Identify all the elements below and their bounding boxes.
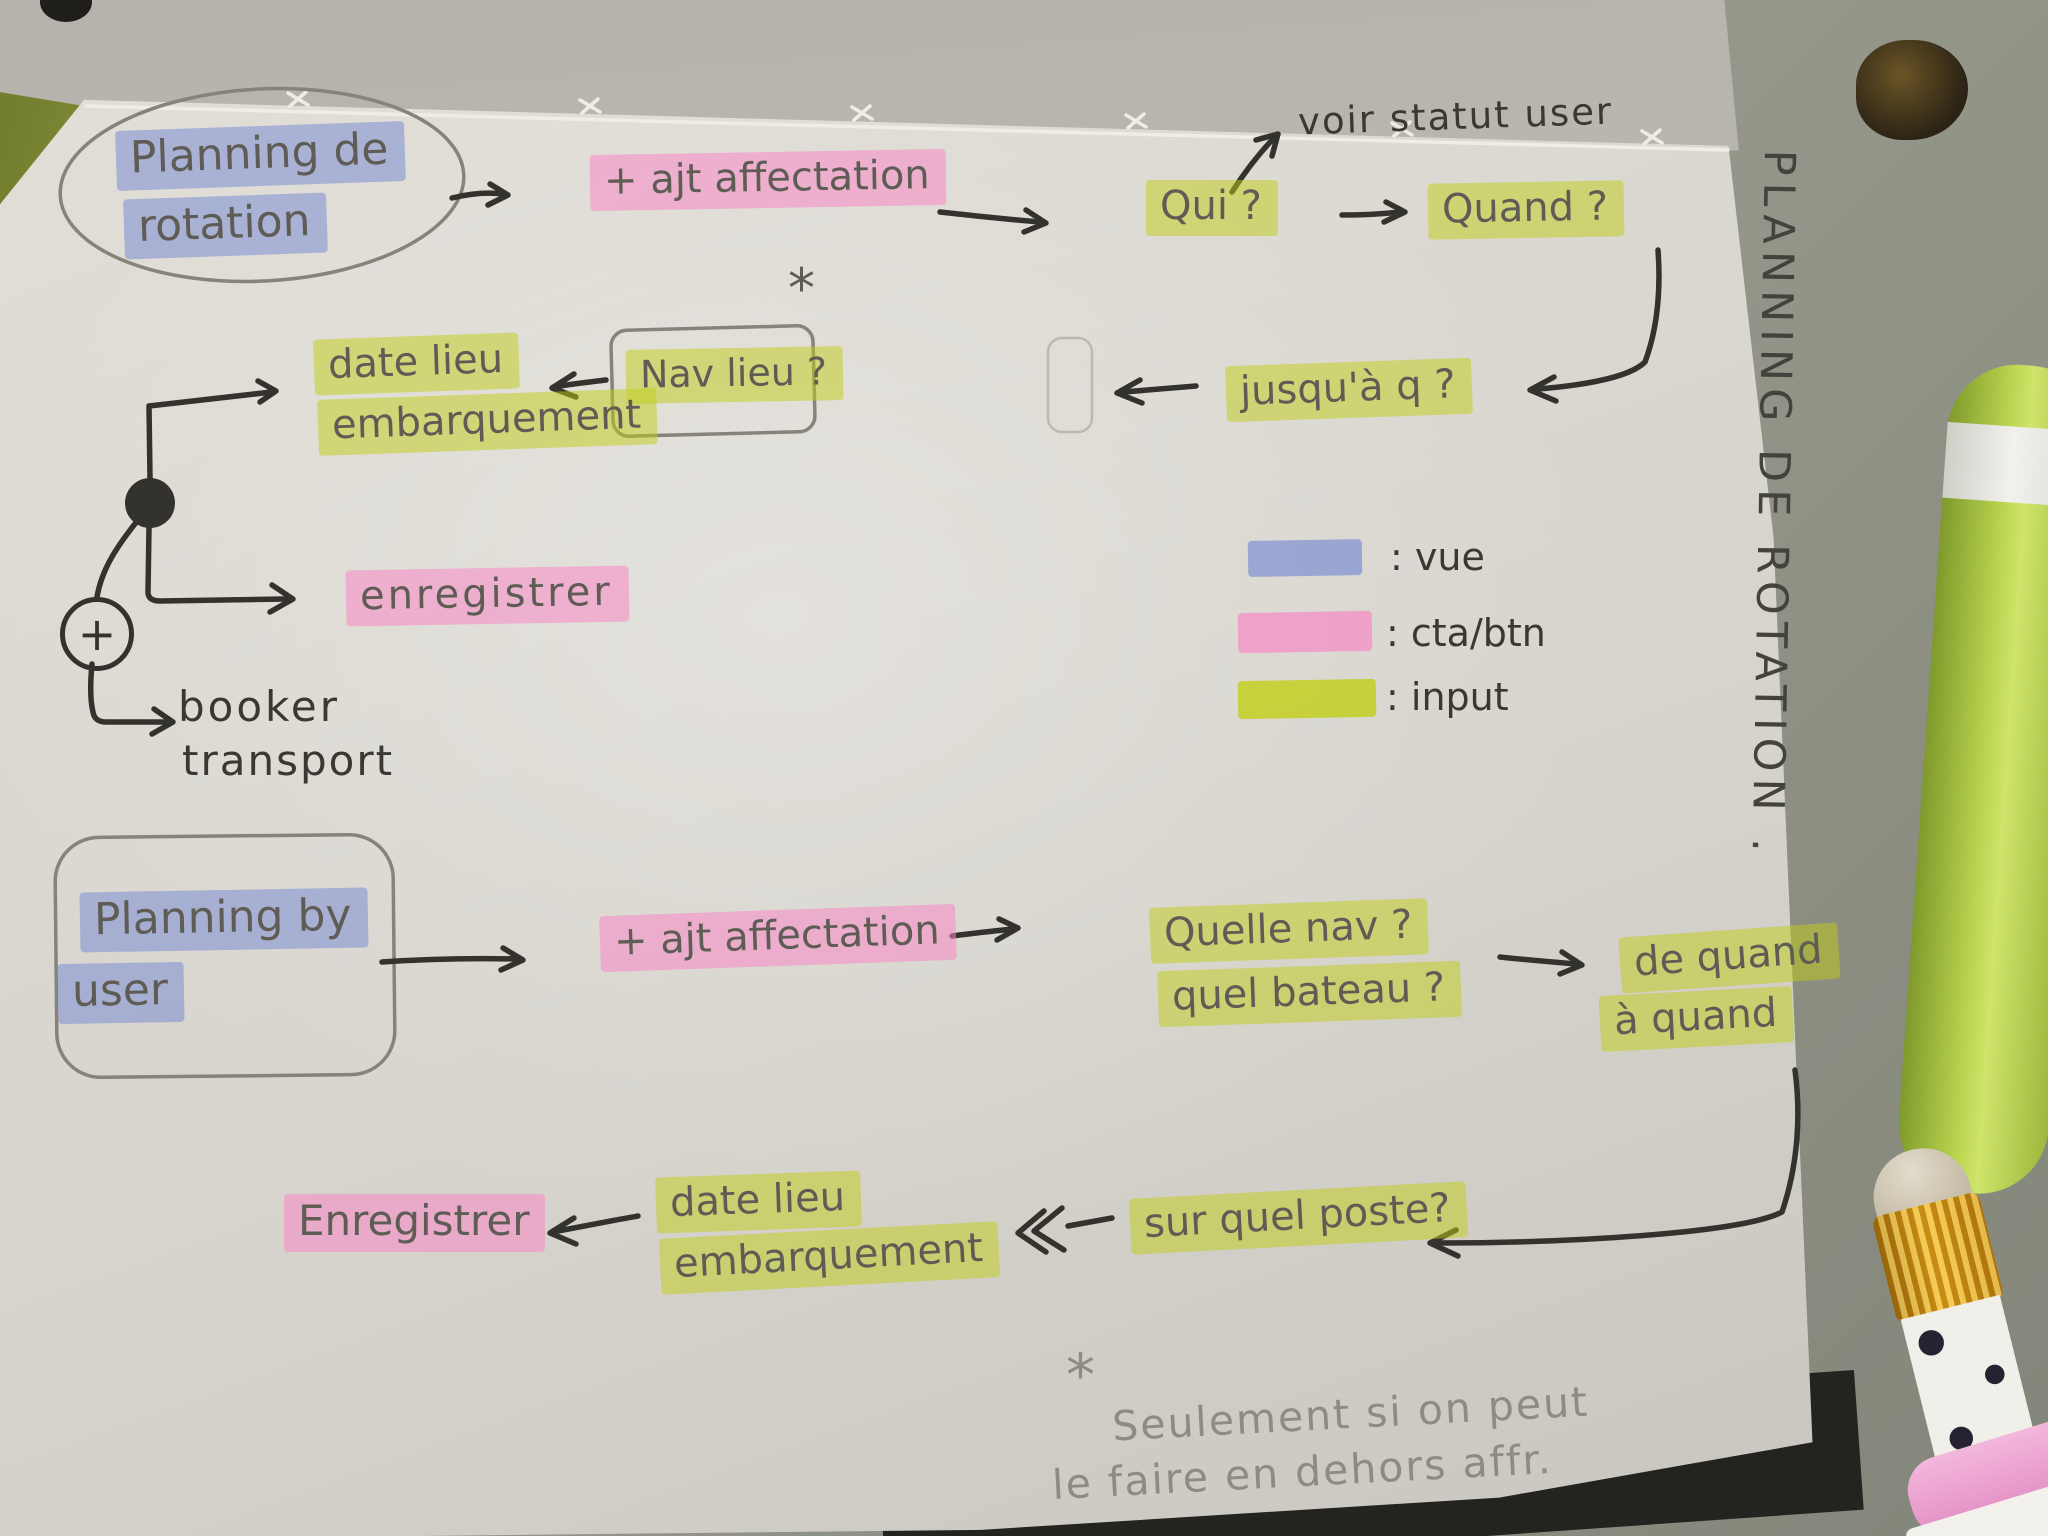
step-save-rotation: enregistrer: [345, 565, 630, 627]
page-title: PLANNING DE ROTATION .: [1741, 149, 1804, 860]
step-add-assignment: + ajt affectation: [589, 148, 947, 212]
step-nav-place: Nav lieu ?: [625, 346, 844, 404]
step-to-when: à quand: [1598, 985, 1795, 1053]
asterisk-mark: *: [788, 257, 815, 320]
pen-band: [1942, 421, 2048, 509]
legend-swatch-input: [1237, 678, 1377, 720]
legend-swatch-cta: [1237, 610, 1373, 654]
note-see-user-status: voir statut user: [1297, 89, 1614, 144]
step-which-nav: Quelle nav ?: [1149, 898, 1430, 964]
label-booker-line1: booker: [178, 682, 340, 731]
green-pen: [1894, 360, 2048, 1199]
flow-start-rotation-line2: rotation: [123, 192, 328, 260]
step-date-place-line1: date lieu: [313, 332, 521, 396]
footnote-asterisk: *: [1066, 1341, 1095, 1409]
step-date-place-user-line1: date lieu: [655, 1170, 863, 1234]
label-booker-line2: transport: [182, 736, 395, 785]
legend-label-vue: : vue: [1390, 535, 1485, 579]
step-which-boat: quel bateau ?: [1157, 960, 1463, 1028]
flow-start-user-line2: user: [57, 961, 185, 1025]
flow-start-user-line1: Planning by: [79, 887, 369, 953]
binding-clip-icon: [1856, 40, 1968, 140]
step-until-when: jusqu'à q ?: [1225, 357, 1473, 423]
plus-node-icon: +: [60, 597, 134, 671]
step-who: Qui ?: [1146, 180, 1278, 236]
legend-label-cta: : cta/btn: [1386, 611, 1546, 655]
pink-marker-band: [1904, 1454, 2048, 1536]
legend-swatch-vue: [1247, 539, 1363, 577]
legend-label-input: : input: [1386, 675, 1509, 719]
step-date-place-line2: embarquement: [317, 388, 659, 456]
binder-corner-icon: [40, 0, 92, 22]
flow-start-rotation-line1: Planning de: [115, 120, 406, 192]
step-save-user: Enregistrer: [284, 1194, 546, 1252]
step-when: Quand ?: [1427, 180, 1625, 240]
